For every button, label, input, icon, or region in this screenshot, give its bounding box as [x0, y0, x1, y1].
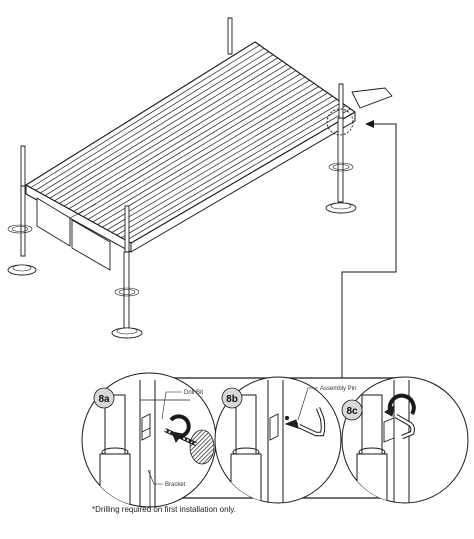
deck-board-seam	[92, 86, 319, 223]
deck-board-seam	[40, 51, 269, 194]
callout-assembly-pin: Assembly Pin	[320, 386, 356, 392]
deck-board-seam	[116, 102, 342, 236]
leg-back-left	[227, 17, 233, 55]
leader-arrowhead	[365, 120, 374, 128]
deck-board-seam	[126, 108, 351, 241]
deck-board-seam	[121, 105, 347, 239]
deck-board-seam	[30, 44, 260, 188]
badge-8a-label: 8a	[98, 394, 110, 405]
badge-8c	[341, 399, 363, 421]
deck-board-seam	[73, 73, 301, 212]
step-8a: 8a Drill Bit Bracket	[81, 372, 217, 508]
badge-8a	[93, 387, 115, 409]
deck-board-seam	[83, 79, 310, 217]
deck-board-seam	[111, 98, 337, 233]
decking-boards	[30, 44, 351, 241]
footnote: *Drilling required on first installation…	[92, 505, 236, 514]
float-left	[36, 197, 71, 247]
step-8b: 8b Assembly Pin	[214, 376, 356, 504]
step-8c: 8c	[341, 376, 469, 504]
deck-board-seam	[59, 63, 288, 204]
deck-board-seam	[97, 89, 324, 225]
deck-board-seam	[106, 95, 333, 231]
deck-board-seam	[87, 83, 315, 220]
badge-8c-label: 8c	[346, 406, 358, 417]
leader-line	[341, 123, 397, 382]
badge-8b-label: 8b	[226, 394, 238, 405]
deck-board-seam	[54, 60, 283, 202]
leg-front-left	[7, 145, 37, 276]
adjoining-deck	[351, 87, 393, 109]
float-middle	[71, 219, 111, 271]
deck-board-seam	[78, 76, 306, 215]
deck-board-seam	[68, 70, 297, 210]
leg-back-right	[325, 83, 357, 214]
deck-board-seam	[63, 67, 292, 207]
dock-section	[7, 17, 393, 339]
detail-circle	[326, 108, 354, 136]
callout-drill-bit: Drill Bit	[184, 390, 203, 396]
leg-front-right	[111, 205, 143, 339]
deck-board-seam	[35, 48, 265, 191]
deck-board-seam	[49, 57, 278, 199]
callout-bracket: Bracket	[165, 482, 186, 488]
deck-board-seam	[102, 92, 328, 228]
deck-top	[25, 41, 356, 244]
badge-8b	[221, 387, 243, 409]
deck-board-seam	[44, 54, 274, 196]
